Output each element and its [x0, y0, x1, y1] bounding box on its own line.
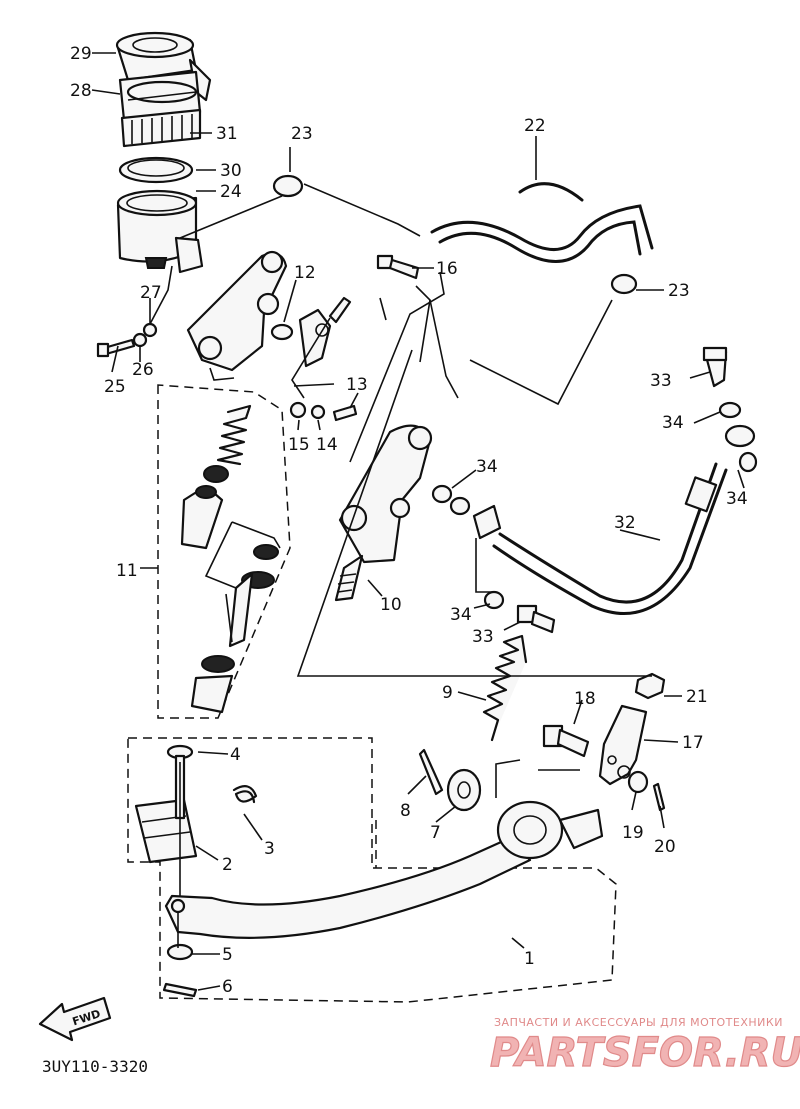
callout-8: 8	[400, 801, 411, 821]
callout-9: 9	[442, 683, 453, 703]
fwd-arrow-icon: FWD	[38, 996, 112, 1042]
nut-21	[634, 672, 666, 700]
leader-lines	[91, 52, 745, 991]
screw-13-washers-14-15	[289, 401, 358, 422]
callout-34-center: 34	[476, 457, 498, 477]
master-cylinder-10	[334, 424, 433, 602]
circlip	[253, 544, 279, 560]
callouts: 29 28 31 30 24 23 22 16 23 12 27 26 25 1…	[70, 44, 748, 997]
callout-25: 25	[104, 377, 126, 397]
callout-6: 6	[222, 977, 233, 997]
diagram-code: 3UY110-3320	[42, 1057, 148, 1076]
bolt-16	[376, 254, 420, 280]
master-cylinder-body-upper	[186, 250, 288, 381]
plate-30	[118, 156, 194, 184]
pin-4	[166, 744, 194, 820]
reservoir-tank-24	[116, 189, 204, 274]
repair-kit-11-outline	[140, 384, 291, 719]
washer-19	[627, 770, 649, 794]
callout-34-right: 34	[662, 413, 684, 433]
callout-26: 26	[132, 360, 154, 380]
bolt-25-washers-26-27	[96, 265, 173, 358]
callout-18: 18	[574, 689, 596, 709]
callout-11: 11	[116, 561, 138, 581]
washer-7	[446, 768, 482, 812]
callout-24: 24	[220, 182, 242, 202]
callout-15: 15	[288, 435, 310, 455]
callout-30: 30	[220, 161, 242, 181]
return-spring-9	[482, 634, 528, 742]
callout-27: 27	[140, 283, 162, 303]
washers-34	[431, 401, 758, 610]
brake-pedal-1	[164, 759, 604, 939]
assembly-lines	[177, 183, 652, 948]
foot-peg-2	[134, 798, 198, 864]
watermark-tagline: ЗАПЧАСТИ И АКСЕССУАРЫ ДЛЯ МОТОТЕХНИКИ	[494, 1016, 783, 1029]
piston	[180, 484, 224, 550]
watermark-brand: PARTSFOR.RU	[490, 1030, 800, 1076]
pedal-group-outline	[127, 737, 617, 1003]
brake-hose-32	[472, 424, 756, 615]
washer-5	[166, 943, 194, 961]
hose-clip-23-right	[610, 273, 638, 295]
callout-33-right: 33	[650, 371, 672, 391]
o-ring-12	[270, 323, 294, 341]
watermark: ЗАПЧАСТИ И АКСЕССУАРЫ ДЛЯ МОТОТЕХНИКИ PA…	[489, 1016, 800, 1077]
clevis-17	[598, 704, 648, 786]
callout-1: 1	[524, 949, 535, 969]
reservoir-cap-29	[115, 31, 212, 102]
cotter-pin-6	[162, 982, 198, 998]
callout-20: 20	[654, 837, 676, 857]
push-rod	[228, 571, 275, 648]
callout-19: 19	[622, 823, 644, 843]
spring	[216, 404, 252, 466]
bolt-18	[542, 724, 590, 758]
hose-clip-23-top	[272, 174, 304, 198]
callout-23-right: 23	[668, 281, 690, 301]
brake-hose-22	[430, 182, 654, 263]
callout-23-top: 23	[291, 124, 313, 144]
callout-29: 29	[70, 44, 92, 64]
cotter-pin-8	[418, 748, 444, 796]
boot	[190, 655, 235, 714]
piston-cup	[203, 465, 229, 483]
callout-22: 22	[524, 116, 546, 136]
union-bolt-33-right	[702, 346, 728, 388]
diaphragm-31	[120, 108, 202, 148]
callout-12: 12	[294, 263, 316, 283]
callout-32: 32	[614, 513, 636, 533]
callout-31: 31	[216, 124, 238, 144]
callout-21: 21	[686, 687, 708, 707]
callout-33-bottom: 33	[472, 627, 494, 647]
callout-3: 3	[264, 839, 275, 859]
callout-34-far: 34	[726, 489, 748, 509]
callout-14: 14	[316, 435, 338, 455]
callout-28: 28	[70, 81, 92, 101]
callout-4: 4	[230, 745, 241, 765]
callout-16: 16	[436, 259, 458, 279]
callout-2: 2	[222, 855, 233, 875]
union-bolt-33-bottom	[516, 604, 556, 634]
callout-34-bottom: 34	[450, 605, 472, 625]
callout-17: 17	[682, 733, 704, 753]
callout-13: 13	[346, 375, 368, 395]
callout-5: 5	[222, 945, 233, 965]
callout-7: 7	[430, 823, 441, 843]
cotter-pin-20	[652, 782, 666, 812]
callout-10: 10	[380, 595, 402, 615]
spring-3	[232, 785, 258, 804]
